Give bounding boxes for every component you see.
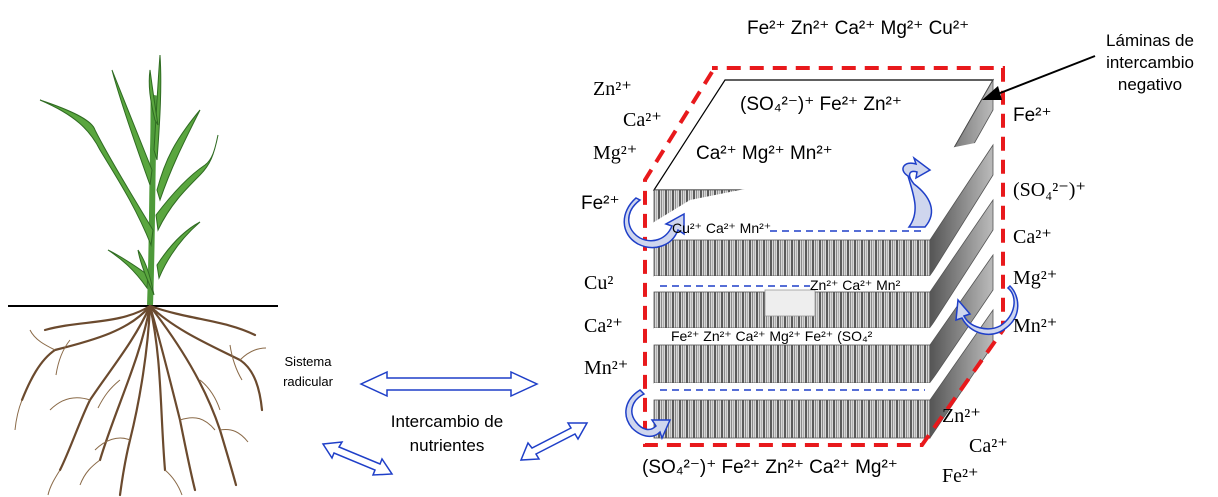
laminas-pointer-arrow: [982, 55, 1096, 100]
curved-arrow-left-lower: [625, 389, 672, 441]
right-ion-fe-2: Fe²⁺: [942, 465, 979, 487]
top-face-ions-row1: (SO₄²⁻)⁺ Fe²⁺ Zn²⁺: [740, 94, 902, 115]
exchange-arrow-2: [519, 422, 589, 461]
lamina-4: [653, 253, 994, 385]
laminas-label-line2: intercambio: [1106, 53, 1194, 72]
plant-stem: [147, 94, 157, 306]
lamina-5: [653, 308, 994, 440]
right-ion-mn: Mn²⁺: [1013, 315, 1058, 337]
intercambio-label-line1: Intercambio de: [390, 412, 504, 431]
curved-exchange-arrows: [623, 155, 1019, 441]
clay-lamina-stack: [652, 78, 995, 440]
laminas-label-line3: negativo: [1117, 75, 1183, 94]
bottom-ion-row: (SO₄²⁻)⁺ Fe²⁺ Zn²⁺ Ca²⁺ Mg²⁺: [642, 457, 898, 478]
sistema-radicular-label: Sistema radicular: [268, 352, 348, 392]
laminas-label-line1: Láminas de: [1106, 31, 1194, 50]
top-ion-row: Fe²⁺ Zn²⁺ Ca²⁺ Mg²⁺ Cu²⁺: [747, 18, 970, 39]
left-ion-mg: Mg²⁺: [593, 142, 638, 164]
right-ion-ca: Ca²⁺: [1013, 226, 1052, 248]
curved-arrow-left-upper: [623, 197, 685, 249]
exchange-zone-outline: [643, 66, 1005, 447]
left-ion-mn: Mn²⁺: [584, 357, 629, 379]
sistema-label-line1: Sistema: [284, 354, 332, 369]
right-ion-zn: Zn²⁺: [942, 405, 981, 427]
interlayer-ions-1: Cu²⁺ Ca²⁺ Mn²⁺: [672, 220, 772, 236]
intercambio-label: Intercambio de nutrientes: [372, 410, 522, 458]
plant-roots: [20, 304, 264, 497]
laminas-label: Láminas de intercambio negativo: [1090, 30, 1210, 96]
plant-illustration: [8, 54, 278, 497]
right-ion-so4: (SO₄²⁻)⁺: [1013, 179, 1086, 201]
plant-leaves: [39, 54, 219, 296]
right-ion-ca-2: Ca²⁺: [969, 435, 1008, 457]
top-face-ions-row2: Ca²⁺ Mg²⁺ Mn²⁺: [696, 143, 833, 164]
left-ion-ca-2: Ca²⁺: [584, 315, 623, 337]
left-ion-zn: Zn²⁺: [593, 78, 632, 100]
interlayer-lines: [660, 230, 925, 391]
exchange-arrow-1: [359, 370, 539, 398]
curved-arrow-right-mid: [955, 284, 1019, 336]
right-ion-fe: Fe²⁺: [1013, 105, 1052, 126]
intercambio-label-line2: nutrientes: [409, 436, 485, 455]
exchange-arrow-3: [321, 441, 394, 476]
interlayer-ions-2: Zn²⁺ Ca²⁺ Mn²: [810, 277, 901, 293]
left-ion-fe: Fe²⁺: [581, 193, 620, 214]
curved-arrow-top-right: [902, 155, 933, 228]
plant-fine-roots: [14, 329, 267, 496]
left-ion-ca: Ca²⁺: [623, 109, 662, 131]
sistema-label-line2: radicular: [283, 374, 333, 389]
lamina-2: [653, 143, 994, 278]
interlayer-ions-3: Fe²⁺ Zn²⁺ Ca²⁺ Mg²⁺ Fe²⁺ (SO₄²: [671, 328, 873, 344]
left-ion-cu: Cu²: [584, 272, 614, 294]
right-ion-mg: Mg²⁺: [1013, 267, 1058, 289]
